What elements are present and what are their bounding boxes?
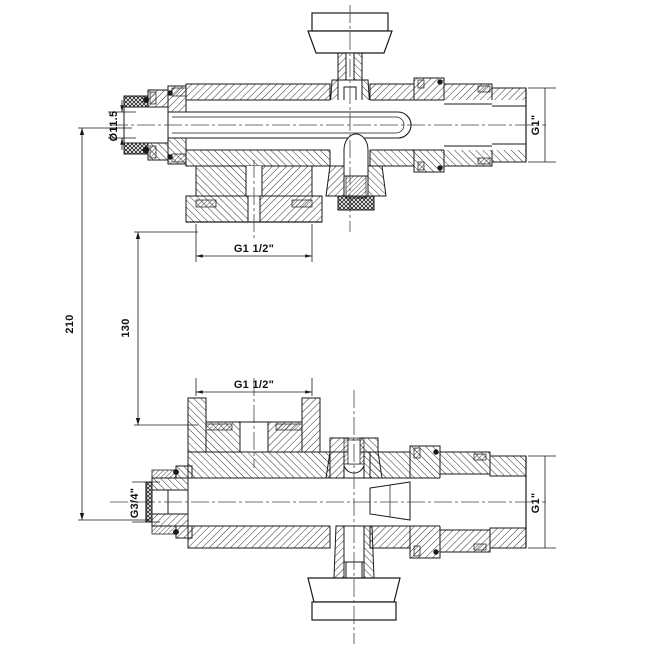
dimension-g1half-lower: G1 1/2" [195, 378, 313, 396]
dimension-g1-upper-right: G1" [528, 87, 556, 163]
lower-left-inlet-g3-4 [145, 465, 193, 539]
dim-label-130: 130 [120, 318, 132, 337]
dim-label-g1half-lower: G1 1/2" [234, 379, 274, 391]
dimension-overall-210: 210 [64, 127, 150, 521]
dimension-dia-11-5: Ø11.5 [108, 100, 136, 150]
upper-bottom-branch-g1half [185, 165, 323, 223]
upper-valve-assembly-section [110, 5, 546, 238]
dim-label-g1-lower: G1" [530, 493, 542, 514]
lower-top-branch-g1half [187, 397, 321, 453]
dimension-g1-lower-right: G1" [528, 455, 556, 549]
dim-label-dia-11-5: Ø11.5 [108, 111, 120, 142]
dimension-g3-4-lower: G3/4" [129, 481, 160, 523]
lower-valve-assembly-section [110, 378, 546, 644]
dim-label-g1half-upper: G1 1/2" [234, 243, 274, 255]
dim-label-g3-4: G3/4" [129, 488, 141, 519]
dim-label-g1-upper: G1" [530, 115, 542, 136]
dimension-g1half-upper: G1 1/2" [195, 224, 313, 262]
dim-label-210: 210 [64, 314, 76, 333]
dimension-inner-130: 130 [120, 231, 198, 426]
upper-right-outlet-g1 [413, 77, 527, 173]
